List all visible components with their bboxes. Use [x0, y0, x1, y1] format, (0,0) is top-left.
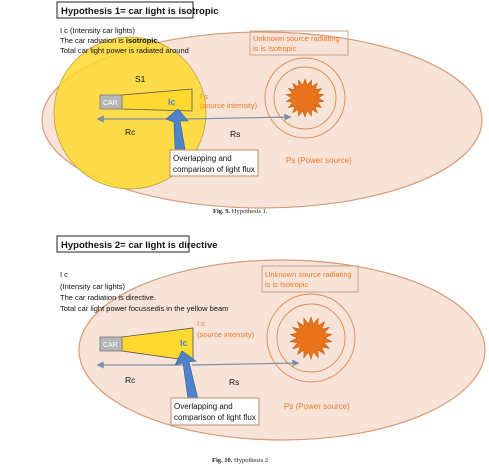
radiation-text: The car radiation is isotropic.	[60, 36, 160, 45]
caption-1: Fig. 9. Hypothesis 1.	[213, 208, 268, 215]
is-label-line2: (source intensity)	[200, 101, 258, 110]
intensity-text: (Intensity car lights)	[60, 282, 126, 291]
radiation-text: The car radiation is directive.	[60, 293, 156, 302]
caption-2: Fig. 10. Hypothesis 2.	[212, 457, 270, 464]
heading-box	[56, 235, 190, 253]
ic-text: I c	[60, 270, 68, 279]
car-label: CAR	[103, 100, 118, 107]
ps-label: Ps (Power source)	[286, 156, 352, 165]
unknown-source-line2: is is Isotropic	[253, 44, 297, 53]
sun-icon	[285, 78, 325, 118]
figure-1: Hypothesis 1= car light is isotropic I c…	[41, 1, 483, 215]
overlap-line2: comparison of light flux	[173, 165, 255, 174]
rc-label: Rc	[125, 375, 136, 385]
is-label-line1: I s	[197, 319, 205, 328]
rs-label: Rs	[230, 129, 240, 139]
overlap-line1: Overlapping and	[173, 154, 232, 163]
power-text: Total car light power focussedis in the …	[60, 304, 228, 313]
rs-arrow	[185, 113, 292, 121]
s1-label: S1	[135, 74, 146, 84]
rs-arrow	[191, 359, 300, 367]
is-label-line2: (source intensity)	[197, 330, 255, 339]
unknown-source-line2: is is Isotropic	[265, 280, 309, 289]
rs-label: Rs	[229, 377, 239, 387]
ps-label: Ps (Power source)	[284, 402, 350, 411]
ic-label: Ic	[168, 97, 176, 107]
intensity-text: I c (Intensity car lights)	[60, 26, 136, 35]
car-label: CAR	[103, 342, 118, 349]
unknown-source-box	[249, 30, 349, 56]
heading-text: Hypothesis 2= car light is directive	[61, 240, 218, 251]
car-box	[99, 94, 123, 110]
heading-box	[56, 1, 194, 19]
heading-text: Hypothesis 1= car light is isotropic	[61, 6, 219, 17]
unknown-source-box	[261, 265, 359, 293]
car-box	[99, 336, 123, 352]
blue-pointer-arrow	[174, 350, 199, 400]
isotropic-car-glow	[53, 36, 207, 190]
overlap-box	[169, 149, 259, 177]
overlap-line2: comparison of light flux	[174, 413, 256, 422]
ic-label: Ic	[180, 338, 188, 348]
is-label-line1: I s	[200, 92, 208, 101]
source-rings	[266, 293, 356, 383]
unknown-source-line1: Unknown source radiating	[253, 34, 340, 43]
overlap-box	[170, 397, 260, 426]
sun-icon	[289, 316, 333, 360]
blue-pointer-arrow	[165, 108, 189, 150]
unknown-source-line1: Unknown source radiating	[265, 270, 352, 279]
rc-label: Rc	[125, 127, 136, 137]
source-rings	[264, 57, 346, 139]
overlap-line1: Overlapping and	[174, 402, 233, 411]
figure-2: Hypothesis 2= car light is directive I c…	[56, 235, 486, 464]
power-text: Total car light power is radiated around	[60, 46, 189, 55]
large-beige-ellipse	[78, 259, 486, 441]
